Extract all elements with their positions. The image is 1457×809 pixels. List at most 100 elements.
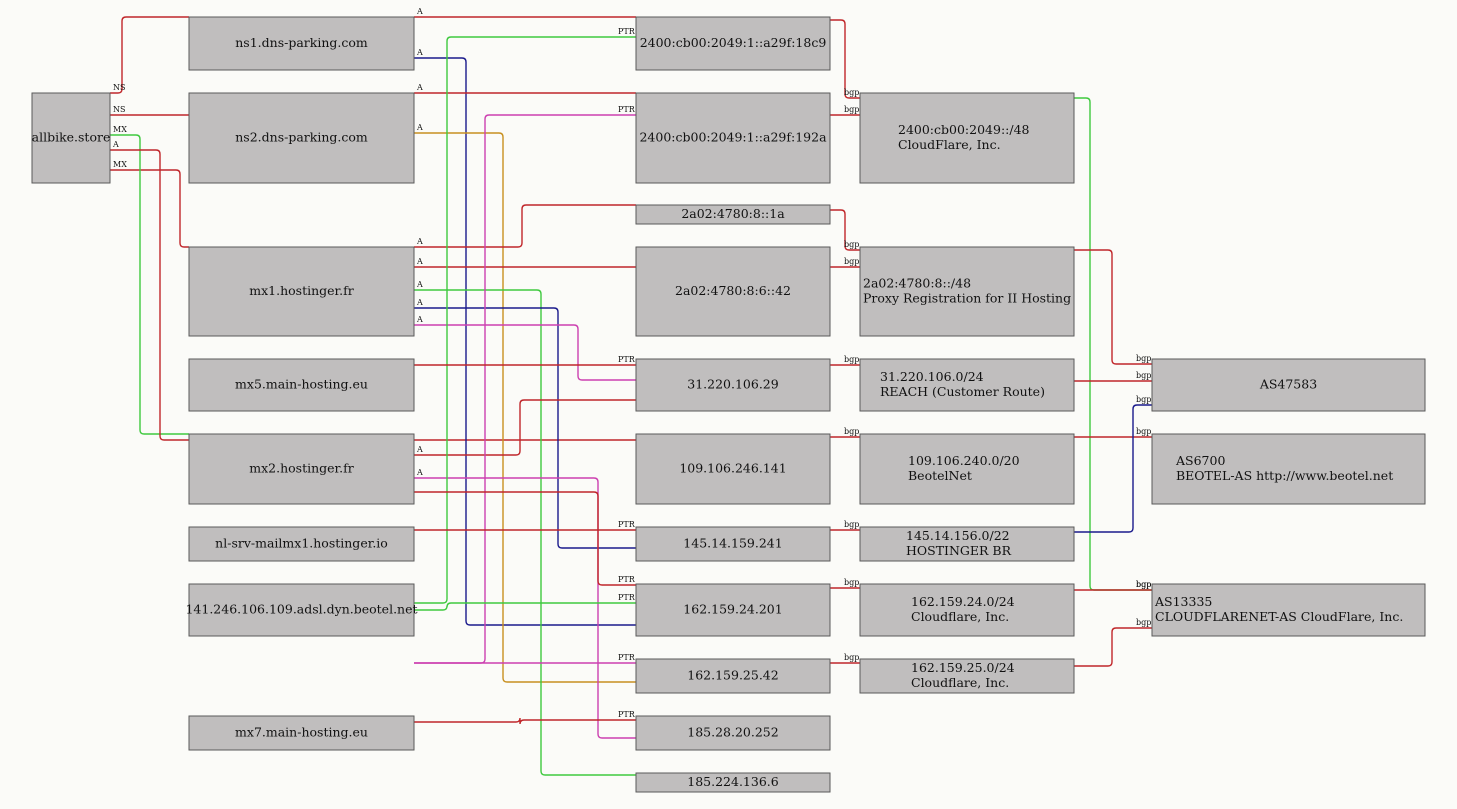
edge-layer: NSNSMXMXAAAAAAAAAAAAPTRPTRPTRPTRPTRPTRPT…	[110, 7, 1152, 776]
node-label: mx2.hostinger.fr	[249, 461, 353, 476]
node-ip109[interactable]: 109.106.246.141	[635, 433, 831, 505]
edge-mx1-ip6c	[414, 204, 636, 248]
edge-label-ip145-pfx145: bgp	[844, 520, 859, 529]
node-label: nl-srv-mailmx1.hostinger.io	[215, 536, 388, 551]
node-mx5[interactable]: mx5.main-hosting.eu	[188, 358, 415, 412]
node-nlsrv[interactable]: nl-srv-mailmx1.hostinger.io	[188, 526, 415, 562]
edge-label-ip162b-pfx162b: bgp	[844, 653, 859, 662]
node-box	[635, 772, 831, 793]
edge-label-ip6a-ns1: PTR	[618, 27, 636, 36]
edge-label-pfx145-as47583: bgp	[1136, 395, 1151, 404]
node-label: BEOTEL-AS http://www.beotel.net	[1176, 468, 1393, 483]
node-label: 141.246.106.109.adsl.dyn.beotel.net	[185, 602, 417, 617]
node-label: 2a02:4780:8::/48	[863, 276, 971, 291]
node-mx1[interactable]: mx1.hostinger.fr	[188, 246, 415, 337]
node-label: 145.14.156.0/22	[906, 528, 1010, 543]
node-label: REACH (Customer Route)	[880, 384, 1045, 399]
node-label: 162.159.25.42	[687, 668, 778, 683]
node-ip162b[interactable]: 162.159.25.42	[635, 658, 831, 694]
node-label: 145.14.159.241	[683, 536, 782, 551]
node-box	[188, 246, 415, 337]
node-label: 185.224.136.6	[687, 774, 778, 789]
node-box	[188, 526, 415, 562]
node-label: 31.220.106.0/24	[880, 369, 984, 384]
node-box	[859, 358, 1075, 412]
node-label: ns1.dns-parking.com	[235, 35, 368, 50]
node-beotelhost[interactable]: 141.246.106.109.adsl.dyn.beotel.net	[185, 583, 418, 637]
node-label: 2a02:4780:8::1a	[681, 206, 785, 221]
node-label: CLOUDFLARENET-AS CloudFlare, Inc.	[1155, 609, 1403, 624]
node-box	[1151, 433, 1426, 505]
node-ip185b[interactable]: 185.224.136.6	[635, 772, 831, 793]
node-ip6d[interactable]: 2a02:4780:8:6::42	[635, 246, 831, 337]
node-label: allbike.store	[32, 130, 111, 145]
edge-ns1-ip162a	[414, 57, 636, 626]
edge-label-mx1-ip185b: A	[416, 280, 423, 289]
node-box	[635, 16, 831, 71]
node-mx2[interactable]: mx2.hostinger.fr	[188, 433, 415, 505]
edge-label-ip6d-pfx2a02: bgp	[844, 257, 859, 266]
node-ns2[interactable]: ns2.dns-parking.com	[188, 92, 415, 184]
edge-mx2-ip185a	[414, 477, 636, 739]
node-box	[635, 715, 831, 751]
node-label: 31.220.106.29	[687, 377, 778, 392]
node-ip6a[interactable]: 2400:cb00:2049:1::a29f:18c9	[635, 16, 831, 71]
node-label: 162.159.24.201	[683, 602, 782, 617]
edge-allbike-ip109	[110, 149, 636, 441]
edge-pfx162b-as13335	[1074, 627, 1152, 667]
node-box	[188, 583, 415, 637]
node-label: 162.159.24.0/24	[911, 594, 1015, 609]
node-ip162a[interactable]: 162.159.24.201	[635, 583, 831, 637]
edge-label-mx1-ip6c: A	[416, 237, 423, 246]
node-box	[31, 92, 111, 184]
node-box	[635, 526, 831, 562]
edge-ip6a-pfx2400	[830, 19, 860, 99]
node-label: Cloudflare, Inc.	[911, 609, 1009, 624]
node-label: 109.106.246.141	[679, 461, 786, 476]
edge-label-allbike-mx1: MX	[113, 160, 127, 169]
node-box	[188, 715, 415, 751]
node-ip31[interactable]: 31.220.106.29	[635, 358, 831, 412]
node-box	[188, 92, 415, 184]
node-label: 2400:cb00:2049:1::a29f:192a	[639, 130, 827, 145]
node-as47583[interactable]: AS47583	[1151, 358, 1426, 412]
edge-label-ip109-pfx109: bgp	[844, 427, 859, 436]
node-label: 162.159.25.0/24	[911, 660, 1015, 675]
edge-label-ip6a-pfx2400: bgp	[844, 88, 859, 97]
node-ip6b[interactable]: 2400:cb00:2049:1::a29f:192a	[635, 92, 831, 184]
node-label: CloudFlare, Inc.	[898, 137, 1001, 152]
node-label: AS13335	[1154, 594, 1212, 609]
node-allbike[interactable]: allbike.store	[31, 92, 111, 184]
node-ns1[interactable]: ns1.dns-parking.com	[188, 16, 415, 71]
node-ip185a[interactable]: 185.28.20.252	[635, 715, 831, 751]
edge-label-pfx162b-as13335: bgp	[1136, 618, 1151, 627]
node-mx7[interactable]: mx7.main-hosting.eu	[188, 715, 415, 751]
node-box	[188, 16, 415, 71]
node-label: 2a02:4780:8:6::42	[675, 283, 791, 298]
node-ip6c[interactable]: 2a02:4780:8::1a	[635, 204, 831, 225]
node-label: BeotelNet	[908, 468, 972, 483]
node-box	[859, 658, 1075, 694]
edge-pfx2a02-as47583	[1074, 249, 1152, 365]
edge-label-ns2-ip6b: A	[416, 83, 423, 92]
node-box	[635, 92, 831, 184]
node-box	[188, 433, 415, 505]
edge-label-ip185a-mx7: PTR	[618, 710, 636, 719]
node-label: AS47583	[1259, 377, 1317, 392]
edge-label-ip6c-pfx2a02: bgp	[844, 240, 859, 249]
node-box	[635, 204, 831, 225]
node-box	[859, 433, 1075, 505]
edge-pfx145-as47583	[1074, 404, 1152, 533]
node-ip145[interactable]: 145.14.159.241	[635, 526, 831, 562]
node-label: ns2.dns-parking.com	[235, 130, 368, 145]
node-box	[635, 433, 831, 505]
